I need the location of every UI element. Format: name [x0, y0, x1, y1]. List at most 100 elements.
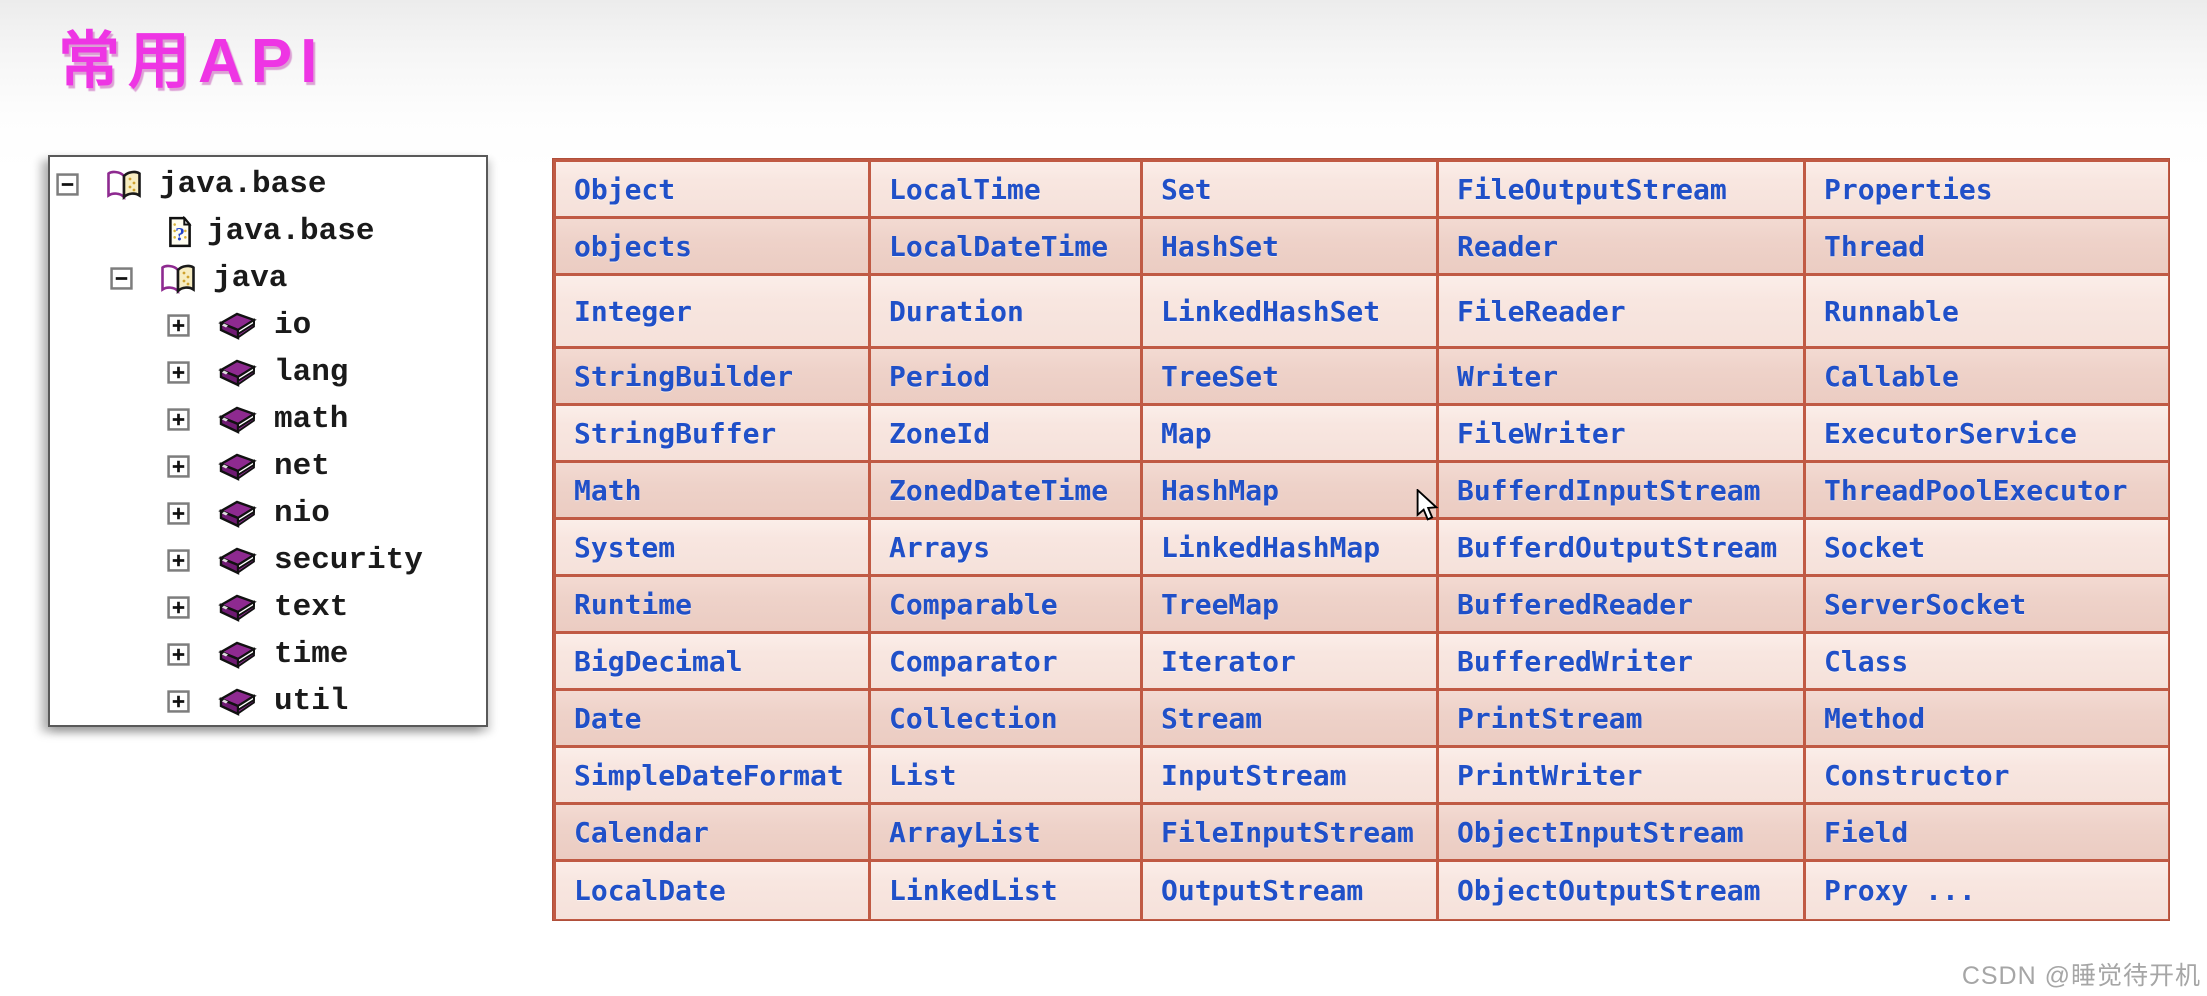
api-cell-simpledateformat: SimpleDateFormat — [556, 748, 868, 802]
closed-book-icon — [214, 593, 260, 623]
page-title: 常用API — [58, 27, 326, 96]
tree-item-label: lang — [274, 355, 349, 390]
api-cell-reader: Reader — [1439, 219, 1803, 273]
package-explorer-tree: java.base? java.base java io lang math net nio s… — [50, 161, 486, 725]
api-cell-set: Set — [1143, 162, 1436, 216]
tree-item-math[interactable]: math — [50, 396, 486, 443]
api-cell-hashset: HashSet — [1143, 219, 1436, 273]
api-cell-localdate: LocalDate — [556, 862, 868, 919]
tree-item-label: java.base — [159, 167, 327, 202]
api-cell-filewriter: FileWriter — [1439, 406, 1803, 460]
tree-item-label: text — [274, 590, 349, 625]
tree-item-nio[interactable]: nio — [50, 490, 486, 537]
expand-toggle-icon[interactable] — [167, 408, 190, 431]
svg-text:?: ? — [175, 224, 185, 245]
api-cell-runnable: Runnable — [1806, 276, 2168, 346]
tree-item-java-base-info[interactable]: ? java.base — [50, 208, 486, 255]
api-cell-thread: Thread — [1806, 219, 2168, 273]
api-cell-iterator: Iterator — [1143, 634, 1436, 688]
tree-item-java[interactable]: java — [50, 255, 486, 302]
api-cell-zoneddatetime: ZonedDateTime — [871, 463, 1140, 517]
expand-toggle-icon[interactable] — [167, 596, 190, 619]
api-cell-arrays: Arrays — [871, 520, 1140, 574]
api-cell-integer: Integer — [556, 276, 868, 346]
api-cell-hashmap: HashMap — [1143, 463, 1436, 517]
expand-toggle-icon[interactable] — [167, 643, 190, 666]
api-cell-outputstream: OutputStream — [1143, 862, 1436, 919]
api-cell-math: Math — [556, 463, 868, 517]
tree-item-label: java — [213, 261, 288, 296]
expand-toggle-icon[interactable] — [167, 314, 190, 337]
expand-toggle-icon[interactable] — [167, 455, 190, 478]
api-cell-socket: Socket — [1806, 520, 2168, 574]
question-page-icon: ? — [167, 215, 193, 248]
api-cell-class: Class — [1806, 634, 2168, 688]
api-cell-object: Object — [556, 162, 868, 216]
api-cell-stream: Stream — [1143, 691, 1436, 745]
api-cell-linkedhashmap: LinkedHashMap — [1143, 520, 1436, 574]
tree-item-label: util — [274, 684, 349, 719]
api-cell-printwriter: PrintWriter — [1439, 748, 1803, 802]
open-book-icon — [157, 263, 199, 295]
api-cell-linkedlist: LinkedList — [871, 862, 1140, 919]
mouse-cursor-icon — [1414, 487, 1441, 527]
api-cell-zoneid: ZoneId — [871, 406, 1140, 460]
expand-toggle-icon[interactable] — [167, 361, 190, 384]
tree-item-label: net — [274, 449, 330, 484]
api-cell-stringbuffer: StringBuffer — [556, 406, 868, 460]
api-cell-map: Map — [1143, 406, 1436, 460]
api-cell-objects: objects — [556, 219, 868, 273]
api-cell-fileoutputstream: FileOutputStream — [1439, 162, 1803, 216]
api-cell-runtime: Runtime — [556, 577, 868, 631]
api-cell-proxy: Proxy ... — [1806, 862, 2168, 919]
api-cell-threadpoolexecutor: ThreadPoolExecutor — [1806, 463, 2168, 517]
closed-book-icon — [214, 405, 260, 435]
api-cell-properties: Properties — [1806, 162, 2168, 216]
tree-item-time[interactable]: time — [50, 631, 486, 678]
package-explorer-panel: java.base? java.base java io lang math net nio s… — [48, 155, 488, 727]
closed-book-icon — [214, 499, 260, 529]
tree-item-lang[interactable]: lang — [50, 349, 486, 396]
tree-item-label: java.base — [207, 214, 375, 249]
collapse-toggle-icon[interactable] — [56, 173, 79, 196]
watermark: CSDN @睡觉待开机 — [1961, 962, 2201, 990]
api-cell-treemap: TreeMap — [1143, 577, 1436, 631]
expand-toggle-icon[interactable] — [167, 549, 190, 572]
tree-item-net[interactable]: net — [50, 443, 486, 490]
tree-item-label: security — [274, 543, 423, 578]
closed-book-icon — [214, 452, 260, 482]
api-cell-constructor: Constructor — [1806, 748, 2168, 802]
api-cell-stringbuilder: StringBuilder — [556, 349, 868, 403]
api-cell-localdatetime: LocalDateTime — [871, 219, 1140, 273]
api-cell-printstream: PrintStream — [1439, 691, 1803, 745]
api-cell-system: System — [556, 520, 868, 574]
tree-item-security[interactable]: security — [50, 537, 486, 584]
tree-item-text[interactable]: text — [50, 584, 486, 631]
api-cell-collection: Collection — [871, 691, 1140, 745]
tree-item-java-base[interactable]: java.base — [50, 161, 486, 208]
api-cell-executorservice: ExecutorService — [1806, 406, 2168, 460]
closed-book-icon — [214, 640, 260, 670]
api-cell-field: Field — [1806, 805, 2168, 859]
api-cell-fileinputstream: FileInputStream — [1143, 805, 1436, 859]
tree-item-io[interactable]: io — [50, 302, 486, 349]
api-cell-comparator: Comparator — [871, 634, 1140, 688]
api-cell-comparable: Comparable — [871, 577, 1140, 631]
api-cell-localtime: LocalTime — [871, 162, 1140, 216]
api-cell-bufferdoutputstream: BufferdOutputStream — [1439, 520, 1803, 574]
api-cell-treeset: TreeSet — [1143, 349, 1436, 403]
expand-toggle-icon[interactable] — [167, 502, 190, 525]
tree-item-label: io — [274, 308, 312, 343]
api-cell-callable: Callable — [1806, 349, 2168, 403]
collapse-toggle-icon[interactable] — [110, 267, 133, 290]
api-cell-date: Date — [556, 691, 868, 745]
api-cell-writer: Writer — [1439, 349, 1803, 403]
tree-item-util[interactable]: util — [50, 678, 486, 725]
api-cell-duration: Duration — [871, 276, 1140, 346]
api-cell-filereader: FileReader — [1439, 276, 1803, 346]
expand-toggle-icon[interactable] — [167, 690, 190, 713]
api-cell-bufferdinputstream: BufferdInputStream — [1439, 463, 1803, 517]
api-cell-calendar: Calendar — [556, 805, 868, 859]
tree-item-label: math — [274, 402, 349, 437]
